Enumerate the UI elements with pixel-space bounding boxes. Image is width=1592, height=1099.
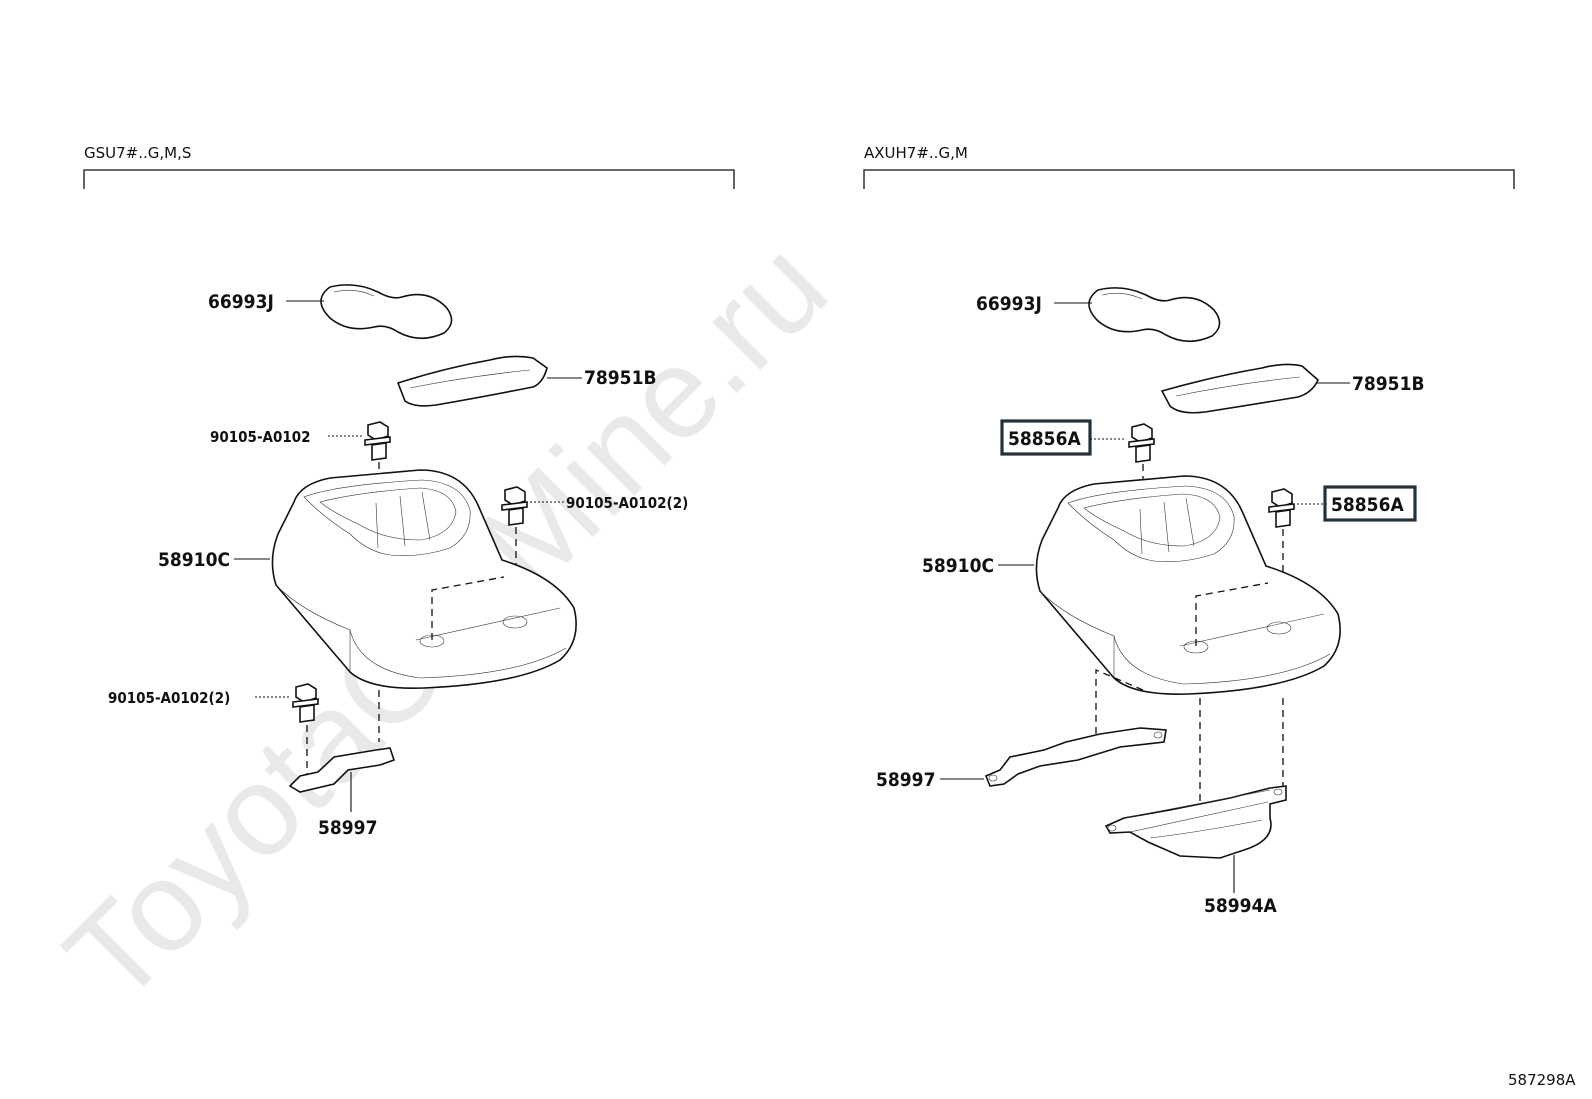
diagram-id: 587298A bbox=[1508, 1071, 1576, 1089]
callout-58910c[interactable]: 58910C bbox=[922, 555, 994, 577]
highlight-box bbox=[1323, 485, 1417, 522]
variant-label: GSU7#..G,M,S bbox=[84, 144, 191, 162]
callout-78951b[interactable]: 78951B bbox=[1352, 373, 1425, 395]
bolt-c bbox=[292, 683, 319, 723]
callout-bolt-c[interactable]: 90105-A0102(2) bbox=[108, 689, 230, 707]
variant-bracket bbox=[863, 169, 1515, 189]
callout-66993j[interactable]: 66993J bbox=[208, 291, 274, 313]
bolt-58856a-1 bbox=[1128, 423, 1155, 463]
tray-mat bbox=[396, 355, 548, 407]
console-box bbox=[271, 469, 577, 689]
bolt-a bbox=[364, 421, 391, 461]
panel-axuh7: AXUH7#..G,M 66993J 78951B 58856A 58856 bbox=[863, 144, 1515, 917]
cup-holder-mat bbox=[1088, 287, 1221, 343]
tray-mat bbox=[1160, 363, 1319, 414]
variant-bracket bbox=[83, 169, 735, 189]
callout-58856a-2[interactable]: 58856A bbox=[1331, 494, 1404, 516]
bolt-b bbox=[501, 486, 528, 526]
bracket-58997 bbox=[984, 727, 1167, 787]
variant-label: AXUH7#..G,M bbox=[864, 144, 968, 162]
callout-58997[interactable]: 58997 bbox=[318, 817, 377, 839]
plate-58994a bbox=[1104, 785, 1287, 859]
callout-58910c[interactable]: 58910C bbox=[158, 549, 230, 571]
callout-66993j[interactable]: 66993J bbox=[976, 293, 1042, 315]
cup-holder-mat bbox=[320, 284, 453, 340]
highlight-box bbox=[1000, 419, 1092, 456]
panel-gsu7: GSU7#..G,M,S 66993J 78951B 90105-A0102 9… bbox=[83, 144, 735, 839]
callout-58994a[interactable]: 58994A bbox=[1204, 895, 1277, 917]
callout-58856a-1[interactable]: 58856A bbox=[1008, 428, 1081, 450]
bracket-58997 bbox=[288, 747, 396, 793]
callout-78951b[interactable]: 78951B bbox=[584, 367, 657, 389]
bolt-58856a-2 bbox=[1268, 488, 1295, 528]
callout-58997[interactable]: 58997 bbox=[876, 769, 935, 791]
console-box bbox=[1035, 475, 1341, 695]
callout-bolt-b[interactable]: 90105-A0102(2) bbox=[566, 494, 688, 512]
callout-bolt-a[interactable]: 90105-A0102 bbox=[210, 428, 311, 446]
